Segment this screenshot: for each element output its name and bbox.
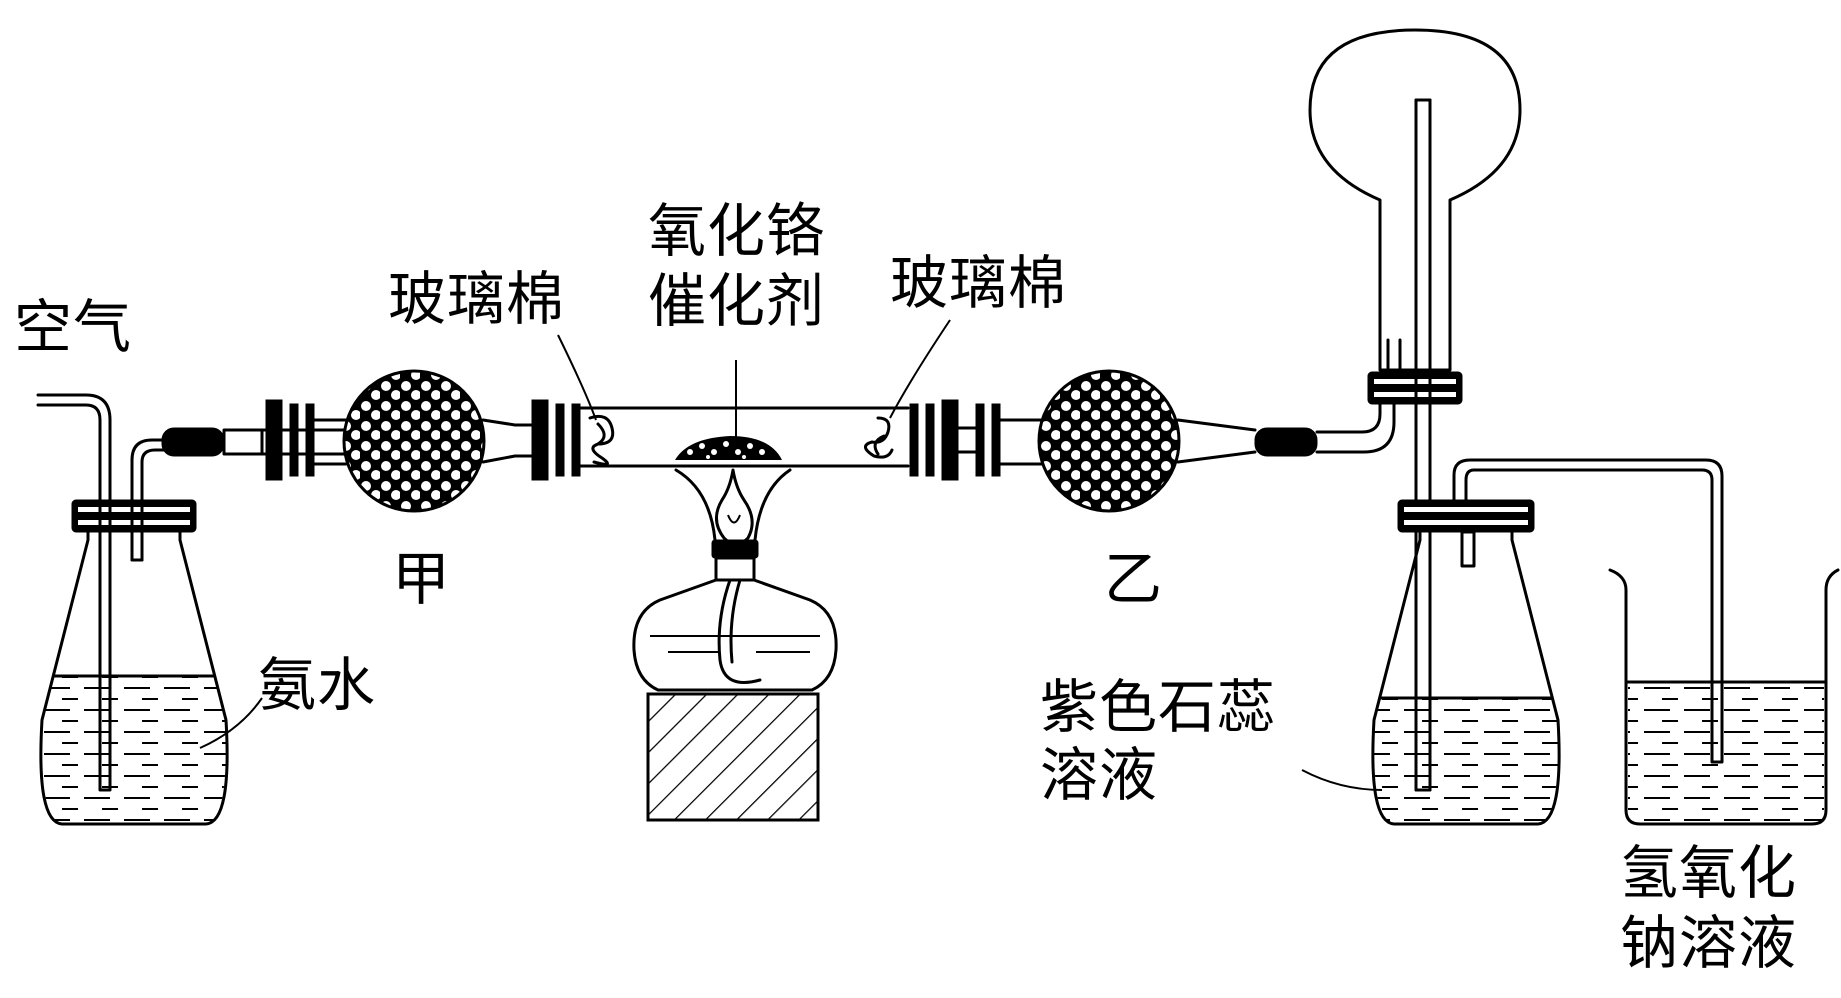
litmus-label-line2: 溶液 xyxy=(1040,741,1159,809)
naoh-beaker xyxy=(1608,568,1840,826)
litmus-flask xyxy=(1301,458,1724,826)
air-label: 空气 xyxy=(14,293,133,361)
drying-tube-yi xyxy=(975,369,1257,513)
drying-tube-jia xyxy=(260,369,517,513)
yi-label: 乙 xyxy=(1104,545,1164,613)
naoh-label-line1: 氢氧化 xyxy=(1620,839,1798,907)
catalyst-label-line1: 氧化铬 xyxy=(648,197,826,265)
catalyst-label-line2: 催化剂 xyxy=(648,267,826,335)
reaction-tube xyxy=(514,319,978,481)
rubber-tube-right xyxy=(1254,398,1396,457)
rubber-tube-left xyxy=(161,427,264,457)
litmus-label-line1: 紫色石蕊 xyxy=(1040,673,1277,741)
glass-wool-label-right: 玻璃棉 xyxy=(890,249,1068,317)
glass-wool-label-left: 玻璃棉 xyxy=(388,265,566,333)
naoh-label-line2: 钠溶液 xyxy=(1620,909,1798,977)
ammonia-flask xyxy=(36,393,263,826)
alcohol-lamp xyxy=(632,468,838,822)
round-flask xyxy=(1308,28,1522,792)
ammonia-water-label: 氨水 xyxy=(258,651,377,719)
jia-label: 甲 xyxy=(392,545,452,613)
